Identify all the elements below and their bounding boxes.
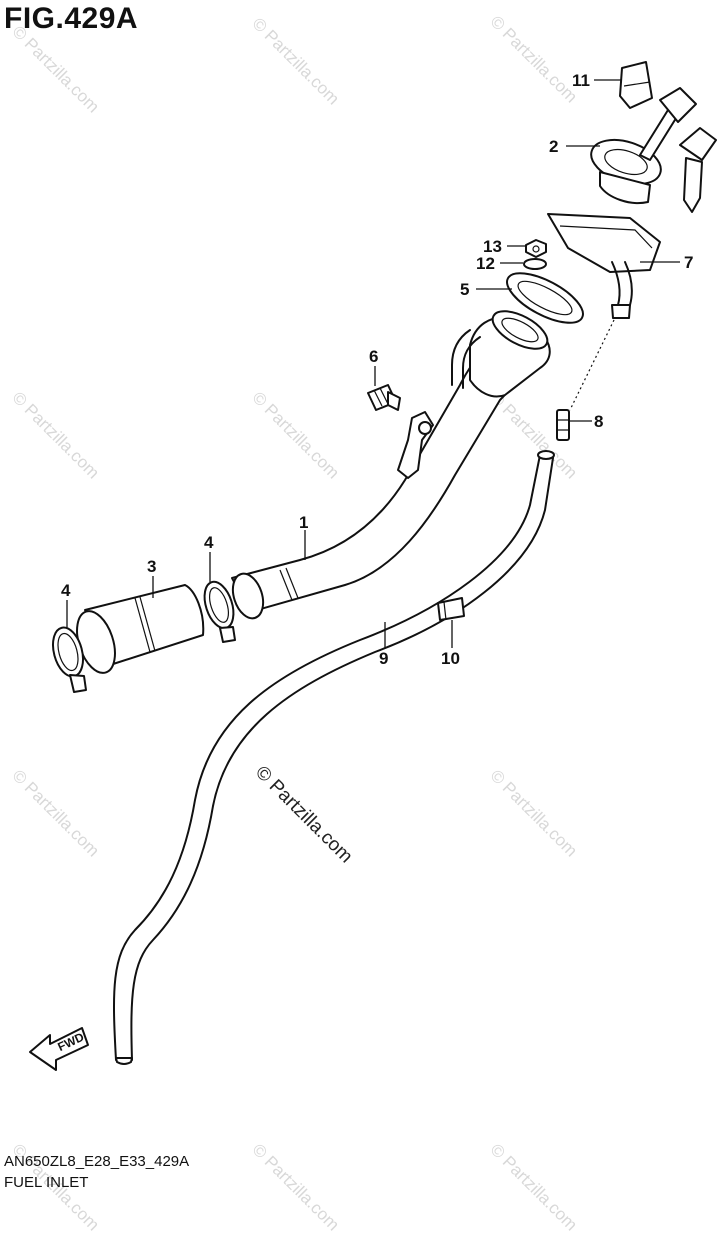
- hose-fitting: [556, 409, 570, 441]
- callout-label: 4: [204, 533, 214, 552]
- callout-label: 2: [549, 137, 558, 156]
- figure-title: FIG.429A: [4, 2, 139, 35]
- nut: [525, 239, 547, 258]
- callout-label: 1: [299, 513, 308, 532]
- callout-label: 13: [483, 237, 502, 256]
- diagram-subtitle: FUEL INLET: [4, 1174, 89, 1191]
- washer: [523, 258, 547, 270]
- parts-diagram: FWD 1 2 3 4 4 5 6 7 8 9 10 11 12 13: [29, 61, 717, 1071]
- cap-bracket: [547, 213, 661, 411]
- filler-neck-pipe: [231, 310, 551, 620]
- callouts: 1 2 3 4 4 5 6 7 8 9 10 11 12 13: [61, 71, 693, 668]
- callout-label: 11: [572, 71, 590, 90]
- callout-label: 12: [476, 254, 495, 273]
- hose-clip: [437, 597, 465, 621]
- callout-label: 5: [460, 280, 469, 299]
- drain-hose: [113, 450, 555, 1065]
- hose-clamp-right: [203, 580, 236, 643]
- callout-label: 9: [379, 649, 388, 668]
- rubber-hose: [76, 584, 205, 674]
- callout-label: 6: [369, 347, 378, 366]
- fwd-arrow: FWD: [29, 1027, 89, 1071]
- fuel-cap-assembly: [590, 87, 717, 213]
- callout-label: 7: [684, 253, 693, 272]
- gasket: [506, 272, 584, 324]
- key-cover: [619, 61, 653, 109]
- diagram-code: AN650ZL8_E28_E33_429A: [4, 1153, 190, 1170]
- hose-clamp-left: [52, 626, 87, 693]
- bolt: [367, 384, 401, 411]
- callout-label: 4: [61, 581, 71, 600]
- callout-label: 8: [594, 412, 603, 431]
- callout-label: 3: [147, 557, 156, 576]
- callout-label: 10: [441, 649, 460, 668]
